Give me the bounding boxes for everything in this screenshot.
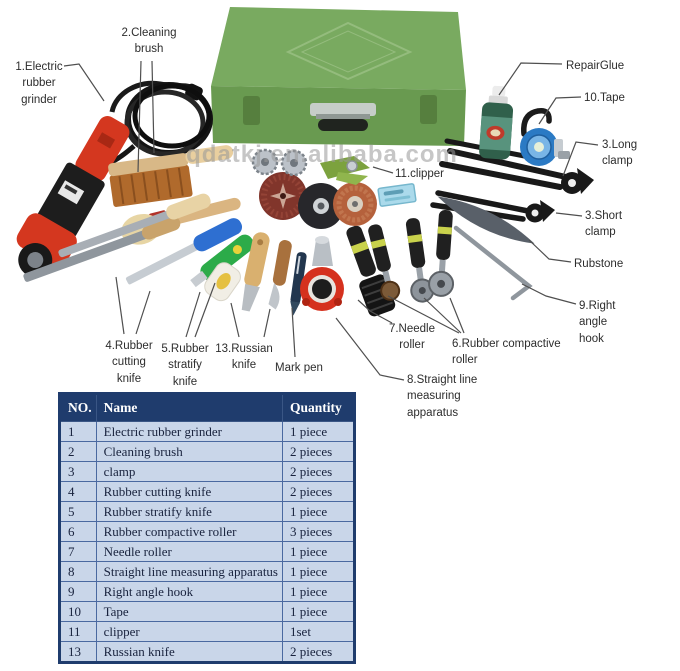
cell-no: 11 [59, 621, 97, 642]
cell-quantity: 1set [282, 621, 355, 642]
label-russian-knife: 13.Russian knife [215, 343, 273, 372]
label-rubber-stratify-knife: 5.Rubber stratify knife [161, 343, 209, 388]
measuring-apparatus-graphic [300, 236, 344, 311]
cell-no: 13 [59, 641, 97, 663]
cell-no: 3 [59, 461, 97, 482]
cell-no: 10 [59, 601, 97, 622]
label-rubstone: Rubstone [574, 258, 624, 270]
cell-name: clipper [95, 621, 284, 642]
cutter-discs-graphic [251, 148, 308, 177]
cell-quantity: 2 pieces [282, 641, 355, 663]
cell-quantity: 1 piece [282, 421, 355, 442]
label-long-clamp: 3.Long clamp [602, 139, 638, 168]
toolbox-graphic [211, 7, 466, 146]
product-photo: qdatkj.en.alibaba.com [16, 7, 599, 381]
cell-name: Rubber cutting knife [95, 481, 284, 502]
label-needle-roller: 7.Needle roller [388, 323, 436, 352]
cell-no: 2 [59, 441, 97, 462]
cell-no: 8 [59, 561, 97, 582]
cell-no: 5 [59, 501, 97, 522]
table-header-quantity: Quantity [282, 393, 355, 422]
label-straight-line-measuring-apparatus: 8.Straight line measuring apparatus [407, 374, 478, 419]
glue-bottle-graphic [479, 85, 514, 160]
label-clipper: 11.clipper [395, 168, 445, 180]
clipper-graphic [320, 156, 370, 185]
cell-quantity: 2 pieces [282, 441, 355, 462]
cell-name: Needle roller [95, 541, 284, 562]
cell-quantity: 1 piece [282, 541, 355, 562]
blade-box-graphic [377, 183, 417, 207]
label-right-angle-hook: 9.Right angle hook [579, 300, 616, 345]
table-header-row: NO. Name Quantity [59, 393, 355, 422]
roller-tools-graphic [346, 209, 455, 317]
cell-quantity: 2 pieces [282, 481, 355, 502]
cell-no: 1 [59, 421, 97, 442]
cell-name: Straight line measuring apparatus [95, 561, 284, 582]
cell-name: Electric rubber grinder [95, 421, 284, 442]
cell-name: Rubber stratify knife [95, 501, 284, 522]
cell-no: 7 [59, 541, 97, 562]
label-repair-glue: RepairGlue [566, 60, 625, 72]
label-tape: 10.Tape [584, 92, 625, 104]
cell-quantity: 1 piece [282, 561, 355, 582]
cell-name: Rubber compactive roller [95, 521, 284, 542]
table-header-name: Name [95, 393, 284, 422]
label-rubber-cutting-knife: 4.Rubber cutting knife [105, 340, 153, 385]
right-angle-hook-graphic [453, 225, 533, 301]
label-electric-rubber-grinder: 1.Electric rubber grinder [15, 61, 63, 106]
power-cord-graphic [93, 80, 213, 169]
cell-no: 9 [59, 581, 97, 602]
rubstone-graphic [437, 196, 535, 244]
cell-name: clamp [95, 461, 284, 482]
label-short-clamp: 3.Short clamp [585, 210, 623, 239]
knives-files-graphic [23, 193, 307, 316]
cell-quantity: 1 piece [282, 581, 355, 602]
cell-quantity: 1 piece [282, 501, 355, 522]
cell-name: Right angle hook [95, 581, 284, 602]
cell-no: 6 [59, 521, 97, 542]
cell-name: Tape [95, 601, 284, 622]
cell-quantity: 2 pieces [282, 461, 355, 482]
watermark: qdatkj.en.alibaba.com [186, 141, 458, 168]
cell-quantity: 1 piece [282, 601, 355, 622]
cell-no: 4 [59, 481, 97, 502]
cell-name: Cleaning brush [95, 441, 284, 462]
callout-lines [63, 60, 599, 381]
label-cleaning-brush: 2.Cleaning brush [121, 27, 177, 56]
label-mark-pen: Mark pen [275, 362, 323, 374]
cell-name: Russian knife [95, 641, 284, 663]
grinder-graphic [16, 116, 130, 278]
tape-measure-graphic [520, 107, 570, 166]
label-rubber-compactive-roller: 6.Rubber compactive roller [452, 338, 561, 367]
cell-quantity: 3 pieces [282, 521, 355, 542]
grinding-discs-graphic [259, 172, 377, 229]
table-header-no: NO. [59, 393, 97, 422]
